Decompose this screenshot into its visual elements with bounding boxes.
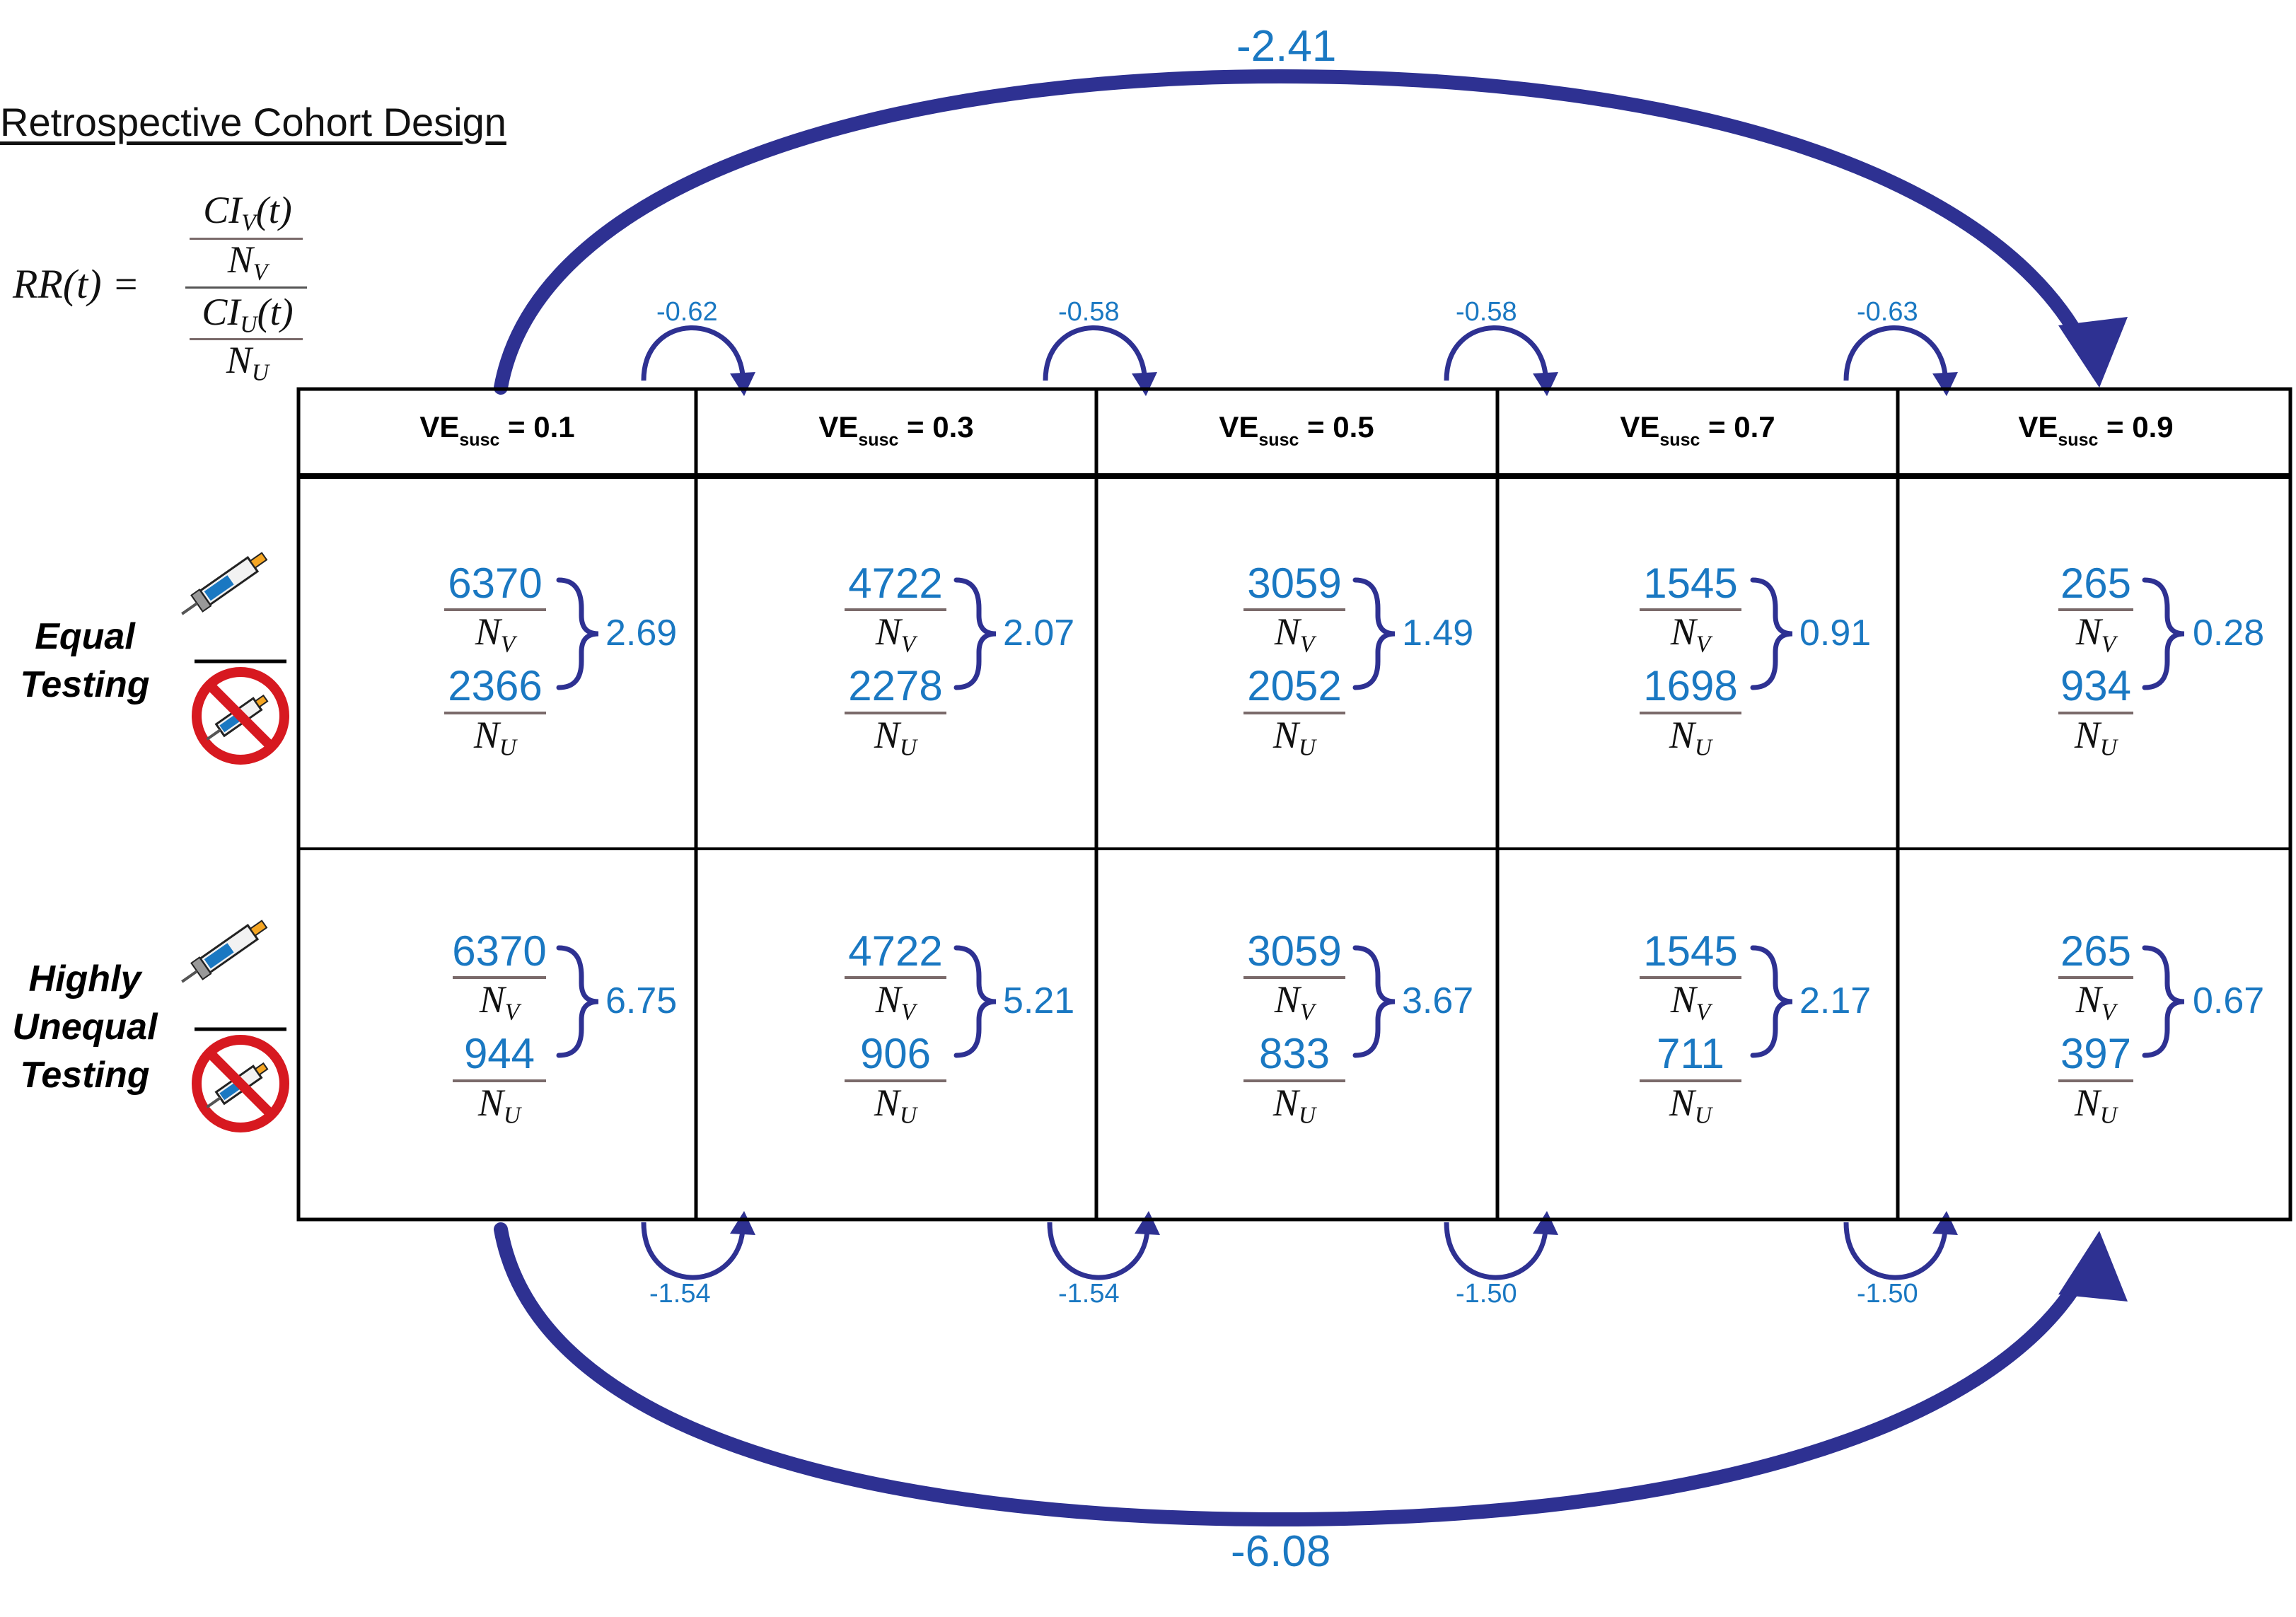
nu-label: NU [2074, 1082, 2118, 1129]
nu-label: NU [1669, 714, 1712, 761]
step-arrow-bottom-3 [1444, 1211, 1558, 1280]
column-header-3: VEsusc = 0.5 [1219, 410, 1374, 450]
unvaccinated-cases: 2278 [848, 662, 943, 709]
nu-label: NU [1272, 1082, 1316, 1129]
vaccinated-cases: 265 [2060, 927, 2132, 975]
vaccinated-cases: 6370 [448, 560, 543, 607]
no-syringe-icon [192, 667, 289, 765]
step-arrow-bottom-1 [641, 1211, 755, 1280]
nv-label: NV [875, 978, 916, 1026]
nu-label: NU [1669, 1082, 1712, 1129]
vaccinated-cases: 6370 [452, 927, 547, 975]
step-diff-bottom-1: -1.54 [649, 1279, 711, 1309]
unvaccinated-cases: 906 [859, 1030, 932, 1077]
diagram-title: Retrospective Cohort Design [0, 100, 506, 144]
formula-denominator-top: CIU(t) [202, 291, 294, 338]
column-header-5: VEsusc = 0.9 [2018, 410, 2174, 450]
unvaccinated-cases: 1698 [1643, 662, 1738, 709]
unvaccinated-cases: 944 [463, 1030, 535, 1077]
column-header-4: VEsusc = 0.7 [1620, 410, 1775, 450]
risk-ratio: 6.75 [605, 980, 678, 1021]
total-diff-unequal: -6.08 [1231, 1527, 1331, 1576]
step-arrow-top-4 [1843, 325, 1958, 396]
nu-label: NU [477, 1082, 521, 1129]
nu-label: NU [1272, 714, 1316, 761]
column-header-1: VEsusc = 0.1 [419, 410, 575, 450]
column-header-2: VEsusc = 0.3 [818, 410, 974, 450]
risk-ratio: 0.91 [1799, 613, 1872, 654]
unvaccinated-cases: 2052 [1247, 662, 1342, 709]
nv-label: NV [2075, 978, 2116, 1026]
nu-label: NU [874, 714, 917, 761]
step-arrow-bottom-4 [1843, 1211, 1958, 1280]
unvaccinated-cases: 711 [1657, 1030, 1724, 1077]
vaccinated-cases: 265 [2060, 560, 2132, 607]
step-arrow-top-3 [1444, 325, 1558, 396]
nv-label: NV [2075, 610, 2116, 658]
nv-label: NV [479, 978, 520, 1026]
nv-label: NV [1670, 978, 1711, 1026]
row-label-equal-testing: Equal Testing [20, 616, 150, 705]
step-diff-top-1: -0.62 [656, 297, 718, 327]
formula-inner-line-top [190, 238, 303, 240]
risk-ratio: 5.21 [1003, 980, 1075, 1021]
total-diff-equal: -2.41 [1236, 22, 1337, 71]
step-diff-top-4: -0.63 [1857, 297, 1918, 327]
unvaccinated-cases: 2366 [448, 662, 543, 709]
nv-label: NV [1670, 610, 1711, 658]
risk-ratio: 3.67 [1402, 980, 1474, 1021]
formula-inner-line-bottom [190, 338, 303, 340]
step-diff-top-3: -0.58 [1456, 297, 1517, 327]
cell-braces [556, 577, 2185, 1058]
risk-ratio: 2.69 [605, 613, 678, 654]
big-arrow-bottom [494, 1222, 2128, 1527]
formula-numerator-top: CIV(t) [203, 189, 292, 236]
nv-label: NV [875, 610, 916, 658]
risk-ratio: 2.17 [1799, 980, 1872, 1021]
vaccinated-cases: 3059 [1247, 927, 1342, 975]
nu-label: NU [473, 714, 517, 761]
risk-ratio: 2.07 [1003, 613, 1075, 654]
step-diff-bottom-4: -1.50 [1857, 1279, 1918, 1309]
step-arrow-top-2 [1043, 325, 1157, 396]
nv-label: NV [1274, 978, 1315, 1026]
risk-ratio: 0.67 [2193, 980, 2265, 1021]
row-label-highly-unequal-testing: Highly Unequal Testing [12, 958, 158, 1096]
nv-label: NV [1274, 610, 1315, 658]
step-diff-bottom-2: -1.54 [1058, 1279, 1120, 1309]
results-table-grid [296, 387, 2292, 1222]
step-diff-bottom-3: -1.50 [1456, 1279, 1517, 1309]
vaccinated-cases: 4722 [848, 927, 943, 975]
syringe-icon [181, 920, 268, 983]
cell-fraction-lines [444, 608, 2133, 1082]
formula-main-line [185, 286, 307, 289]
formula-denominator-bottom: NU [226, 339, 269, 386]
unvaccinated-cases: 833 [1258, 1030, 1330, 1077]
step-arrow-top-1 [641, 325, 755, 396]
no-syringe-icon [192, 1035, 289, 1132]
vaccinated-cases: 1545 [1643, 927, 1738, 975]
unvaccinated-cases: 934 [2060, 662, 2132, 709]
big-arrow-top [494, 69, 2128, 395]
vaccinated-cases: 3059 [1247, 560, 1342, 607]
formula-lhs: RR(t) = [13, 261, 140, 307]
formula-numerator-bottom: NV [227, 238, 268, 286]
step-arrow-bottom-2 [1047, 1211, 1160, 1280]
syringe-icon [181, 552, 268, 615]
risk-ratio: 0.28 [2193, 613, 2265, 654]
nu-label: NU [874, 1082, 917, 1129]
nv-label: NV [475, 610, 516, 658]
unvaccinated-cases: 397 [2060, 1030, 2132, 1077]
vaccinated-cases: 4722 [848, 560, 943, 607]
step-diff-top-2: -0.58 [1058, 297, 1120, 327]
vaccinated-cases: 1545 [1643, 560, 1738, 607]
nu-label: NU [2074, 714, 2118, 761]
risk-ratio: 1.49 [1402, 613, 1474, 654]
